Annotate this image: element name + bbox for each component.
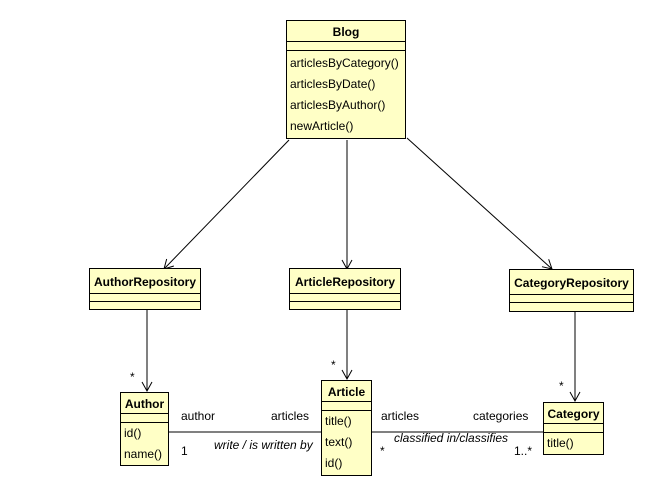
category-repository-attributes bbox=[510, 294, 633, 302]
blog-operation: articlesByDate() bbox=[290, 77, 376, 91]
author-attributes bbox=[121, 413, 168, 422]
category-repository-operations bbox=[510, 302, 633, 310]
category-repository-class-name: CategoryRepository bbox=[514, 276, 629, 290]
blog-operations: articlesByCategory() articlesByDate() ar… bbox=[287, 50, 405, 137]
article-repo-multiplicity-label: * bbox=[331, 358, 336, 372]
categories-role-label: categories bbox=[473, 409, 529, 423]
article-multiplicity-label: * bbox=[380, 444, 385, 458]
author-operation: name() bbox=[124, 447, 163, 461]
article-attributes bbox=[322, 401, 371, 410]
category-repository-class: CategoryRepository bbox=[509, 269, 634, 312]
article-articles-role-label: articles bbox=[381, 409, 420, 423]
articles-role-label: articles bbox=[271, 409, 310, 423]
category-operation: title() bbox=[547, 436, 574, 450]
category-attributes bbox=[544, 423, 603, 432]
article-class: Article title() text() id() bbox=[321, 380, 372, 476]
classified-in-classifies-label: classified in/classifies bbox=[394, 431, 509, 445]
category-multiplicity-label: 1..* bbox=[514, 444, 533, 458]
category-class-name: Category bbox=[547, 407, 600, 421]
article-repository-class-name: ArticleRepository bbox=[294, 275, 396, 289]
author-operations: id() name() bbox=[121, 422, 168, 465]
category-operations: title() bbox=[544, 432, 603, 454]
author-repo-multiplicity-label: * bbox=[130, 370, 135, 384]
category-repo-multiplicity-label: * bbox=[559, 379, 564, 393]
author-class-name: Author bbox=[124, 397, 165, 411]
author-repository-attributes bbox=[90, 293, 200, 301]
article-repository-operations bbox=[290, 301, 400, 309]
article-operation: id() bbox=[325, 456, 343, 470]
blog-operation: newArticle() bbox=[290, 119, 354, 133]
blog-to-category-repository-edge bbox=[406, 137, 553, 270]
author-class: Author id() name() bbox=[120, 392, 169, 466]
article-class-name: Article bbox=[327, 385, 366, 399]
article-repository-attributes bbox=[290, 293, 400, 301]
article-operations: title() text() id() bbox=[322, 410, 371, 474]
article-repository-class: ArticleRepository bbox=[289, 268, 401, 310]
blog-attributes bbox=[287, 41, 405, 50]
blog-operation: articlesByCategory() bbox=[290, 56, 399, 70]
article-operation: text() bbox=[325, 435, 353, 449]
blog-to-author-repository-edge bbox=[163, 139, 290, 270]
blog-class: Blog articlesByCategory() articlesByDate… bbox=[286, 20, 406, 139]
author-role-label: author bbox=[181, 409, 216, 423]
category-class: Category title() bbox=[543, 402, 604, 455]
author-repository-class-name: AuthorRepository bbox=[94, 275, 196, 289]
blog-class-name: Blog bbox=[332, 25, 360, 39]
author-multiplicity-label: 1 bbox=[181, 444, 188, 458]
blog-operation: articlesByAuthor() bbox=[290, 98, 386, 112]
author-operation: id() bbox=[124, 426, 142, 440]
write-is-written-by-label: write / is written by bbox=[214, 438, 313, 452]
author-repository-operations bbox=[90, 301, 200, 309]
article-operation: title() bbox=[325, 414, 352, 428]
author-repository-class: AuthorRepository bbox=[89, 268, 201, 310]
